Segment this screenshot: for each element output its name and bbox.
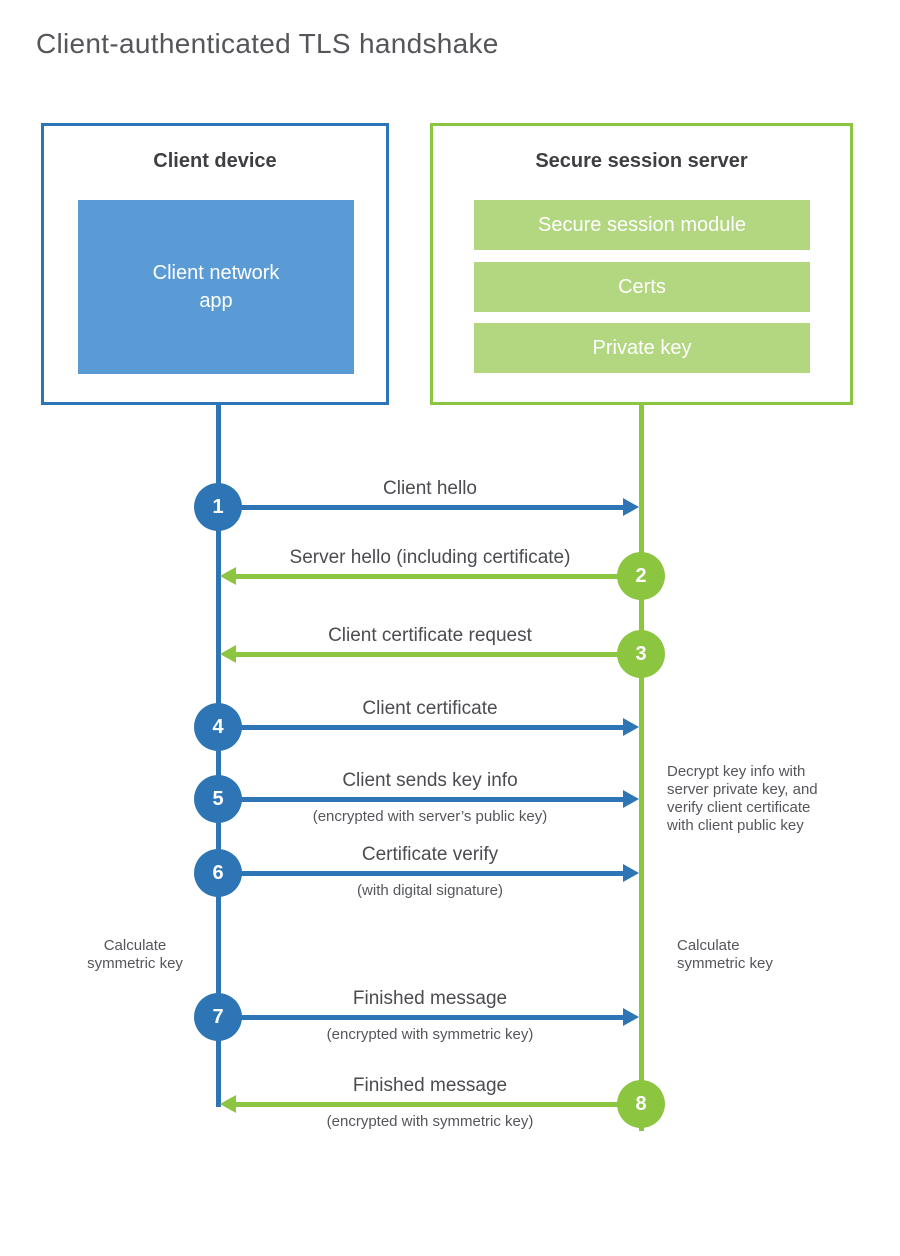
step-badge-4: 4	[194, 703, 242, 751]
message-sublabel: (with digital signature)	[357, 882, 503, 899]
message-label: Client hello	[383, 478, 477, 499]
message-label: Finished message	[352, 988, 508, 1009]
step-badge-5: 5	[194, 775, 242, 823]
message-sublabel: (encrypted with symmetric key)	[326, 1113, 534, 1130]
page-title: Client-authenticated TLS handshake	[36, 28, 499, 59]
message-sublabel: (encrypted with symmetric key)	[326, 1026, 534, 1043]
step-badge-2: 2	[617, 552, 665, 600]
step-badge-6: 6	[194, 849, 242, 897]
arrow-line	[218, 505, 623, 510]
arrow-head-left-icon	[220, 1095, 236, 1113]
arrow-head-right-icon	[623, 1008, 639, 1026]
arrow-head-right-icon	[623, 790, 639, 808]
arrow-line	[218, 797, 623, 802]
server-decrypt-note: Decrypt key info with server private key…	[667, 763, 818, 834]
arrow-head-left-icon	[220, 645, 236, 663]
step-badge-3: 3	[617, 630, 665, 678]
arrow-line	[236, 1102, 641, 1107]
secure-session-server-title: Secure session server	[535, 150, 748, 172]
arrow-head-right-icon	[623, 498, 639, 516]
server-calculate-symmetric-key-note: Calculate symmetric key	[677, 937, 773, 972]
message-label: Server hello (including certificate)	[289, 547, 571, 568]
step-badge-1: 1	[194, 483, 242, 531]
client-device-box: Client device Client network app	[41, 123, 389, 405]
client-device-title: Client device	[153, 150, 277, 172]
step-badge-8: 8	[617, 1080, 665, 1128]
step-badge-7: 7	[194, 993, 242, 1041]
arrow-line	[236, 652, 641, 657]
arrow-head-left-icon	[220, 567, 236, 585]
server-module-private-key: Private key	[474, 323, 810, 373]
message-label: Client certificate request	[328, 625, 532, 646]
arrow-line	[218, 725, 623, 730]
arrow-line	[218, 871, 623, 876]
arrow-line	[218, 1015, 623, 1020]
client-network-app-block: Client network app	[78, 200, 354, 374]
message-label: Client certificate	[362, 698, 498, 719]
server-module-certs: Certs	[474, 262, 810, 312]
arrow-head-right-icon	[623, 718, 639, 736]
message-label: Client sends key info	[342, 770, 518, 791]
server-lifeline	[639, 404, 644, 1131]
message-label: Finished message	[352, 1075, 508, 1096]
secure-session-server-box: Secure session server Secure session mod…	[430, 123, 853, 405]
server-module-secure-session-module: Secure session module	[474, 200, 810, 250]
message-sublabel: (encrypted with server’s public key)	[312, 808, 548, 825]
client-lifeline	[216, 404, 221, 1107]
client-calculate-symmetric-key-note: Calculate symmetric key	[87, 937, 183, 972]
message-label: Certificate verify	[361, 844, 499, 865]
arrow-head-right-icon	[623, 864, 639, 882]
arrow-line	[236, 574, 641, 579]
